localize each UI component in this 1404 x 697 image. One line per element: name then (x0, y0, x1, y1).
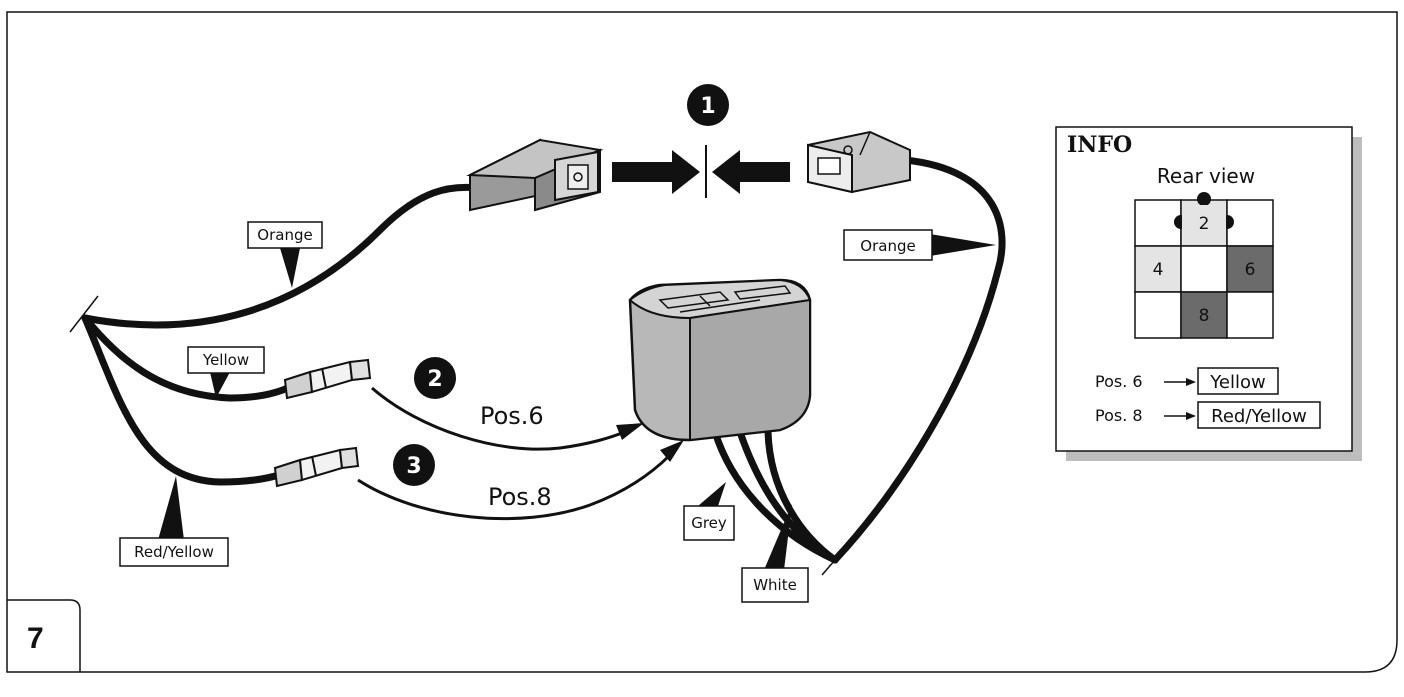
svg-text:1: 1 (700, 94, 715, 119)
arrow-line-pos8 (357, 453, 672, 521)
tag-grey: Grey (683, 482, 735, 541)
svg-text:Yellow: Yellow (202, 351, 249, 369)
key-dot-top (1197, 192, 1211, 206)
wire-cut-right (821, 544, 849, 576)
svg-text:2: 2 (427, 367, 442, 392)
arrow-head-pos6 (616, 423, 644, 440)
mapping-pos-6: Pos. 6 (1095, 372, 1143, 391)
info-subtitle: Rear view (1157, 164, 1255, 188)
pin-cell-5 (1180, 245, 1228, 293)
wire-bundle (81, 156, 1006, 564)
tag-white: White (741, 504, 809, 603)
mapping-color-8: Red/Yellow (1211, 406, 1307, 427)
coupling-arrow-right (712, 150, 790, 194)
wire-red-yellow (81, 314, 286, 486)
pin-cell-7 (1134, 291, 1182, 339)
wire-orange-right (831, 156, 1006, 564)
mapping-pos-8: Pos. 8 (1095, 406, 1143, 425)
terminal-red-yellow (273, 446, 360, 488)
svg-text:3: 3 (406, 454, 421, 479)
coupling-arrow-left (612, 150, 700, 194)
connector-left (466, 138, 604, 212)
mapping-arrowhead-8 (1186, 412, 1196, 420)
step-badge-2: 2 (414, 357, 456, 399)
pin-number-2: 2 (1199, 214, 1210, 234)
arrow-line-pos6 (371, 386, 631, 451)
tag-yellow: Yellow (187, 346, 265, 398)
terminal-yellow (283, 358, 372, 400)
tag-orange-left: Orange (247, 221, 323, 288)
mapping-color-box-8 (1197, 401, 1321, 429)
svg-text:Red/Yellow: Red/Yellow (134, 543, 214, 561)
info-panel: INFO Rear view 2 4 6 8 Pos. 6 Yellow Pos… (1055, 126, 1362, 461)
tag-red-yellow: Red/Yellow (119, 476, 229, 567)
svg-text:Grey: Grey (691, 514, 727, 532)
step-badge-3: 3 (393, 444, 435, 486)
figure-number-box (7, 599, 81, 672)
pin-number-6: 6 (1245, 260, 1256, 280)
svg-text:White: White (753, 576, 797, 594)
position-label-8: Pos.8 (488, 483, 552, 511)
wire-third (764, 428, 839, 564)
pin-cell-1 (1134, 199, 1182, 247)
mapping-color-box-6 (1197, 367, 1279, 395)
relay-box (628, 278, 812, 442)
position-label-6: Pos.6 (480, 402, 544, 430)
pin-number-4: 4 (1153, 260, 1164, 280)
pin-cell-2-face (1182, 205, 1226, 243)
svg-text:Orange: Orange (860, 237, 915, 255)
wire-cut-left (69, 295, 99, 333)
info-title: INFO (1067, 132, 1132, 158)
mapping-arrowhead-6 (1186, 378, 1196, 386)
pin-number-8: 8 (1199, 306, 1210, 326)
step-badge-1: 1 (687, 84, 729, 126)
tag-orange-right: Orange (843, 229, 996, 261)
svg-text:Orange: Orange (257, 226, 312, 244)
figure-frame (6, 11, 1398, 673)
wire-orange-left (81, 183, 482, 329)
wire-yellow (81, 314, 296, 402)
pin-cell-9 (1226, 291, 1274, 339)
figure-number: 7 (27, 622, 44, 655)
arrow-head-pos8 (660, 440, 684, 462)
mapping-color-6: Yellow (1209, 372, 1265, 393)
position-arrows (357, 386, 672, 521)
connector-right (807, 130, 911, 194)
